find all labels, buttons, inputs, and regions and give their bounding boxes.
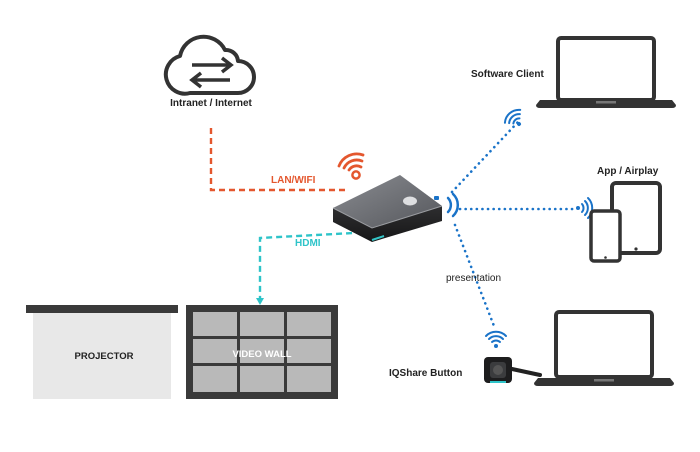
cloud-sync-icon <box>163 34 256 96</box>
laptop-icon <box>534 310 674 386</box>
hdmi-label: HDMI <box>295 238 321 249</box>
link-iqshare-button <box>453 223 496 328</box>
link-software-client <box>450 120 520 194</box>
wifi-signal-icon <box>485 330 507 348</box>
laptop-icon <box>536 36 676 108</box>
software-client-label: Software Client <box>471 69 544 80</box>
presentation-label: presentation <box>446 273 502 284</box>
iqshare-button-icon <box>484 357 542 383</box>
app-airplay-label: App / Airplay <box>597 166 659 177</box>
hdmi-link <box>258 230 373 301</box>
wifi-signal-icon <box>576 197 594 219</box>
wifi-signal-icon <box>337 152 365 180</box>
projector-screen <box>26 305 178 399</box>
wireless-hub-device <box>332 175 443 242</box>
projector-label: PROJECTOR <box>74 351 134 362</box>
wireless-links <box>450 120 576 328</box>
iqshare-button-label: IQShare Button <box>389 368 463 379</box>
lan-link <box>209 128 346 192</box>
video-wall-label: VIDEO WALL <box>232 349 292 360</box>
wifi-signal-icon <box>446 192 460 218</box>
lan-wifi-label: LAN/WIFI <box>271 175 316 186</box>
cloud-label: Intranet / Internet <box>170 98 252 109</box>
hdmi-arrow <box>256 298 264 305</box>
video-wall <box>186 305 338 399</box>
phone-icon <box>589 209 622 263</box>
wifi-signal-icon <box>503 108 522 126</box>
